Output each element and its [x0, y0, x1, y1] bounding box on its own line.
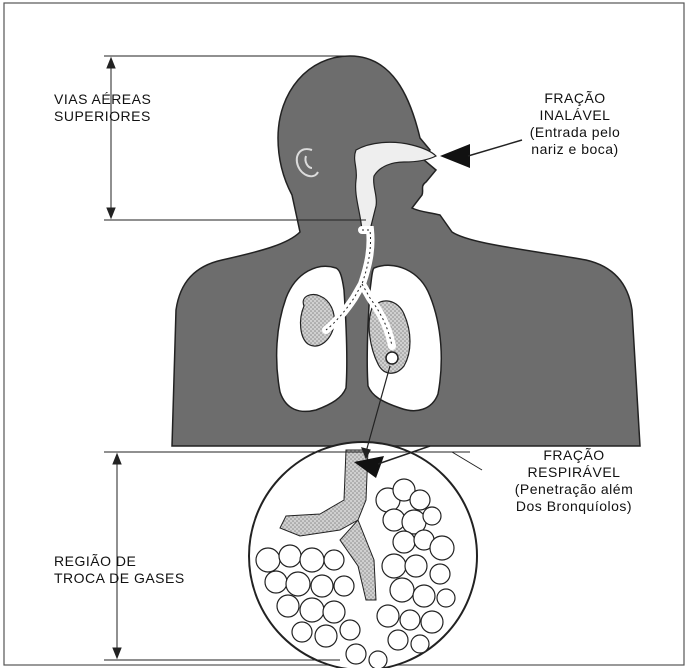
respirable-line-2: RESPIRÁVEL: [484, 464, 664, 481]
upper-airways-label: VIAS AÉREAS SUPERIORES: [54, 91, 151, 125]
respirable-line-1: FRAÇÃO: [484, 447, 664, 464]
alveoli-magnified-view: [249, 442, 477, 668]
respirable-line-3: (Penetração além: [484, 481, 664, 498]
inhalable-fraction-label: FRAÇÃO INALÁVEL (Entrada pelo nariz e bo…: [510, 90, 640, 158]
inhalable-line-2: INALÁVEL: [510, 107, 640, 124]
respirable-fraction-label: FRAÇÃO RESPIRÁVEL (Penetração além Dos B…: [484, 447, 664, 515]
inhalable-line-4: nariz e boca): [510, 141, 640, 158]
upper-airways-line-2: SUPERIORES: [54, 108, 151, 125]
inhalable-line-3: (Entrada pelo: [510, 124, 640, 141]
gas-exchange-label: REGIÃO DE TROCA DE GASES: [54, 553, 185, 587]
respirable-line-4: Dos Bronquíolos): [484, 498, 664, 515]
alveolus-marker: [386, 352, 398, 364]
gas-exchange-line-2: TROCA DE GASES: [54, 570, 185, 587]
upper-airways-line-1: VIAS AÉREAS: [54, 91, 151, 108]
gas-exchange-line-1: REGIÃO DE: [54, 553, 185, 570]
inhalable-line-1: FRAÇÃO: [510, 90, 640, 107]
